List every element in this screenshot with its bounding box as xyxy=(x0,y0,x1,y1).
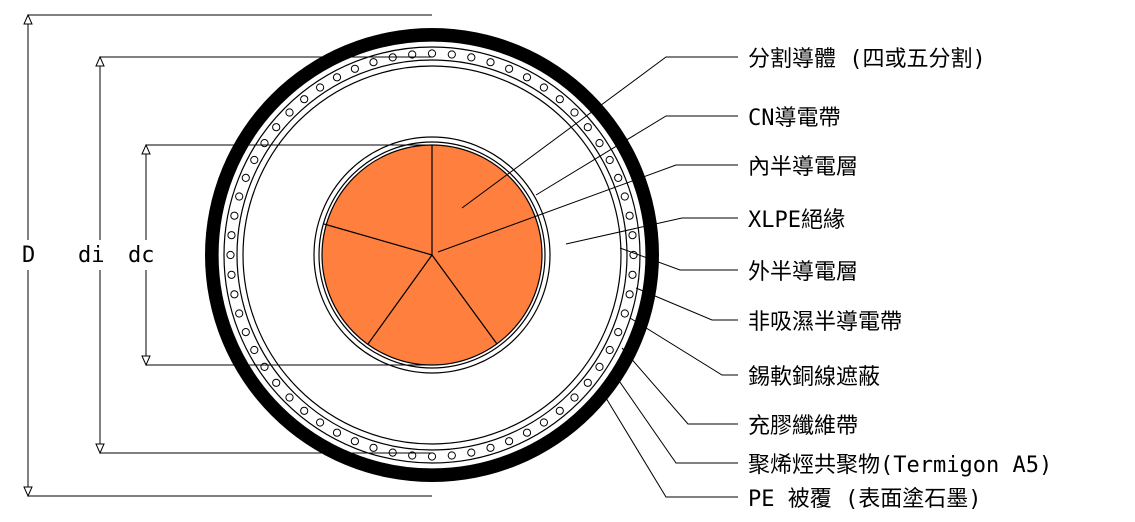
copper-wire xyxy=(250,155,259,165)
copper-wire xyxy=(332,73,342,82)
copper-wire xyxy=(285,393,294,402)
copper-wire xyxy=(522,428,532,437)
copper-wire xyxy=(614,328,623,337)
copper-wire xyxy=(605,345,614,355)
dimension-lines xyxy=(23,13,432,498)
copper-wire xyxy=(570,393,579,402)
label-filled-fiber-tape: 充膠纖維帶 xyxy=(748,414,858,439)
copper-wire xyxy=(570,108,579,117)
label-pe-jacket: PE 被覆 (表面塗石墨) xyxy=(748,487,981,512)
copper-wire xyxy=(316,418,325,427)
label-polyolefin-copolymer: 聚烯烴共聚物(Termigon A5) xyxy=(748,453,1052,478)
copper-wire-shield xyxy=(226,49,638,461)
leader-lines xyxy=(437,56,738,498)
copper-wire xyxy=(227,231,236,240)
copper-wire xyxy=(505,437,514,446)
copper-wire xyxy=(350,437,359,446)
copper-wire xyxy=(628,231,637,240)
dim-label-D: D xyxy=(22,243,35,268)
copper-wire xyxy=(230,290,239,299)
copper-wire xyxy=(235,309,244,318)
copper-wire xyxy=(539,83,549,92)
copper-wire xyxy=(241,328,250,337)
copper-wire xyxy=(260,362,269,371)
dim-label-dc: dc xyxy=(128,243,155,268)
copper-wire xyxy=(285,108,294,117)
copper-wire xyxy=(467,448,476,457)
label-xlpe-insulation: XLPE絕緣 xyxy=(748,208,845,233)
copper-wire xyxy=(447,50,456,59)
conductor-segment-lines xyxy=(323,145,498,345)
copper-wire xyxy=(447,451,456,460)
copper-wire xyxy=(408,50,417,59)
copper-wire xyxy=(486,443,495,452)
copper-wire xyxy=(505,64,514,73)
copper-wire xyxy=(227,270,236,279)
label-segmented-conductor: 分割導體 (四或五分割) xyxy=(748,47,986,72)
copper-wire xyxy=(625,290,634,299)
copper-wire xyxy=(272,123,281,132)
wire-band-inner xyxy=(236,59,628,451)
label-inner-semicon: 內半導電層 xyxy=(748,155,858,180)
copper-wire xyxy=(595,139,604,148)
copper-wire xyxy=(316,83,325,92)
copper-wire xyxy=(235,192,244,201)
copper-wire xyxy=(555,406,564,415)
copper-wire xyxy=(555,95,564,104)
label-water-blocking-tape: 非吸濕半導電帶 xyxy=(748,310,902,335)
copper-wire xyxy=(522,73,532,82)
copper-wire xyxy=(583,123,592,132)
copper-wire xyxy=(332,428,342,437)
copper-wire xyxy=(605,155,614,165)
label-outer-semicon: 外半導電層 xyxy=(748,260,858,285)
copper-wire xyxy=(583,378,592,387)
dim-label-di: di xyxy=(78,243,105,268)
copper-wire xyxy=(625,211,634,220)
copper-wire xyxy=(628,270,637,279)
copper-wire xyxy=(595,362,604,371)
label-cn-tape: CN導電帶 xyxy=(748,106,841,131)
copper-wire xyxy=(250,345,259,355)
copper-wire xyxy=(408,451,417,460)
copper-wire xyxy=(427,49,437,58)
copper-wire xyxy=(230,211,239,220)
outer-semicon-layer xyxy=(242,65,622,445)
copper-wire xyxy=(369,58,378,67)
copper-wire xyxy=(272,378,281,387)
copper-wire xyxy=(226,250,235,260)
copper-wire xyxy=(620,309,629,318)
copper-wire xyxy=(467,53,476,62)
copper-wire xyxy=(620,192,629,201)
copper-wire xyxy=(486,58,495,67)
copper-wire xyxy=(300,95,309,104)
copper-wire xyxy=(427,452,437,461)
label-copper-wire-shield: 錫軟銅線遮蔽 xyxy=(748,365,880,390)
copper-wire xyxy=(539,418,549,427)
copper-wire xyxy=(350,64,359,73)
copper-wire xyxy=(614,173,623,182)
copper-wire xyxy=(300,406,309,415)
copper-wire xyxy=(369,443,378,452)
copper-wire xyxy=(260,139,269,148)
copper-wire xyxy=(241,173,250,182)
